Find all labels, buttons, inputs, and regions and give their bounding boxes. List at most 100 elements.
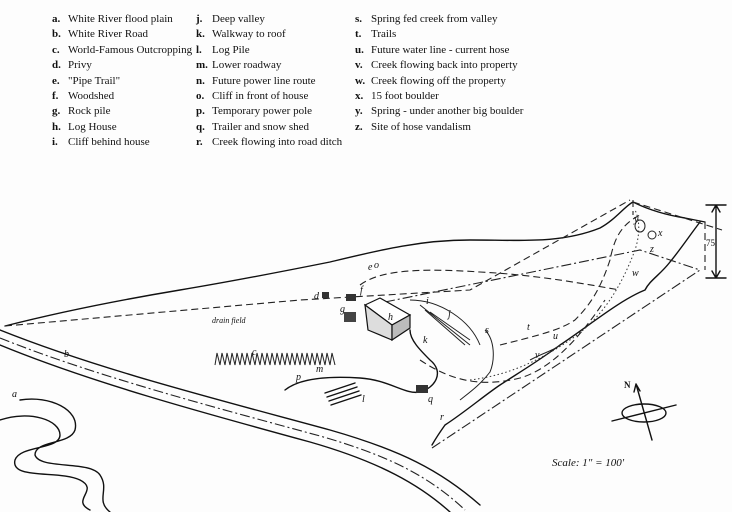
legend-item: n.Future power line route <box>196 74 342 89</box>
legend-item: f.Woodshed <box>52 89 192 104</box>
legend-key: a. <box>52 13 61 25</box>
boulder-spring <box>634 219 646 233</box>
log-pile <box>324 382 362 406</box>
legend-text: Cliff in front of house <box>212 89 309 102</box>
legend-item: y. Spring - under another big boulder <box>355 104 523 119</box>
legend-key: t. <box>355 28 362 41</box>
map-label-g: g <box>340 304 345 315</box>
legend-item: e. "Pipe Trail" <box>52 74 192 89</box>
drain-field-label: drain field <box>212 316 247 325</box>
map-label-r: r <box>440 412 444 423</box>
legend-item: z.Site of hose vandalism <box>355 120 523 135</box>
legend-text: Future water line - current hose <box>371 43 510 56</box>
legend-text: Site of hose vandalism <box>371 120 471 133</box>
legend-item: a.White River flood plain <box>52 12 192 27</box>
legend-item: t.Trails <box>355 27 523 42</box>
road-centerline <box>0 337 466 511</box>
river <box>0 398 111 512</box>
map-label-q: q <box>428 394 433 405</box>
legend-item: w.Creek flowing off the property <box>355 74 523 89</box>
property-line-right <box>431 269 701 449</box>
legend-text: Walkway to roof <box>212 28 286 41</box>
legend-key: c. <box>52 43 60 56</box>
legend-item: v.Creek flowing back into property <box>355 58 523 73</box>
map-label-c: c <box>252 347 257 358</box>
rock-pile <box>344 312 356 322</box>
legend-text: Lower roadway <box>212 59 282 72</box>
legend-text: Log House <box>68 120 117 133</box>
legend-text: Spring - under another big boulder <box>371 105 524 118</box>
legend-item: l. Log Pile <box>196 43 342 58</box>
outcropping <box>214 352 336 366</box>
legend-key: x. <box>355 89 364 102</box>
legend-key: e. <box>52 74 60 87</box>
map-label-f: f <box>360 285 364 296</box>
legend-text: World-Famous Outcropping <box>68 43 193 56</box>
legend-item: g. Rock pile <box>52 104 192 119</box>
legend-key: o. <box>196 89 205 102</box>
property-line-top <box>4 199 631 327</box>
legend-key: g. <box>52 105 61 118</box>
legend-item: s. Spring fed creek from valley <box>355 12 523 27</box>
map-label-y: y <box>633 214 639 225</box>
legend-key: w. <box>355 74 366 87</box>
legend-text: Trailer and snow shed <box>212 120 310 133</box>
legend-text: Rock pile <box>68 105 111 118</box>
north-label: N <box>624 380 631 390</box>
map-label-w: w <box>632 268 639 279</box>
map-label-z: z <box>649 244 654 255</box>
map-label-j: j <box>446 309 451 320</box>
legend-key: u. <box>355 43 364 56</box>
map-label-m: m <box>316 364 323 375</box>
legend-item: h.Log House <box>52 120 192 135</box>
ridge-line <box>4 201 706 327</box>
map-label-b: b <box>64 349 69 360</box>
map-label-h: h <box>388 312 393 323</box>
map-label-o: o <box>374 260 379 271</box>
legend-text: Spring fed creek from valley <box>371 13 498 25</box>
legend-key: r. <box>196 136 203 149</box>
legend-text: Log Pile <box>212 43 250 56</box>
legend-text: Creek flowing back into property <box>371 59 518 72</box>
legend-key: l. <box>196 43 202 56</box>
legend-column-1: a.White River flood plain b.White River … <box>52 12 192 151</box>
legend-item: c. World-Famous Outcropping <box>52 43 192 58</box>
log-house <box>363 297 412 342</box>
map-label-d: d <box>314 291 320 302</box>
woodshed <box>346 294 356 301</box>
creek <box>459 329 561 401</box>
legend-item: o. Cliff in front of house <box>196 89 342 104</box>
map-label-v: v <box>535 350 540 361</box>
map-label-a: a <box>12 389 17 400</box>
legend-item: r.Creek flowing into road ditch <box>196 135 342 150</box>
road-edge-upper <box>0 329 481 506</box>
legend-text: Deep valley <box>212 13 265 25</box>
legend-item: d.Privy <box>52 58 192 73</box>
legend-key: s. <box>355 13 363 25</box>
legend-item: i.Cliff behind house <box>52 135 192 150</box>
legend-text: "Pipe Trail" <box>68 74 121 87</box>
legend-column-2: j.Deep valley k.Walkway to roof l.Log Pi… <box>196 12 342 151</box>
corner-line <box>632 201 723 231</box>
legend-key: y. <box>355 105 363 118</box>
legend-text: White River Road <box>68 28 149 41</box>
lower-roadway <box>284 329 439 394</box>
legend-text: Privy <box>68 59 92 72</box>
water-line <box>469 209 640 381</box>
trails <box>359 214 641 383</box>
map-label-x: x <box>657 228 663 239</box>
height-label: 75' <box>706 238 717 248</box>
right-slope <box>431 221 701 446</box>
legend-key: k. <box>196 28 205 41</box>
legend-key: n. <box>196 74 205 87</box>
legend-item: u. Future water line - current hose <box>355 43 523 58</box>
map-label-p: p <box>295 372 301 383</box>
map-label-l: l <box>362 394 365 405</box>
legend-column-3: s.Spring fed creek from valley t.Trails … <box>355 12 523 135</box>
map-label-t: t <box>527 322 530 333</box>
legend-item: b.White River Road <box>52 27 192 42</box>
legend-text: Temporary power pole <box>212 105 313 118</box>
north-compass <box>611 383 677 441</box>
